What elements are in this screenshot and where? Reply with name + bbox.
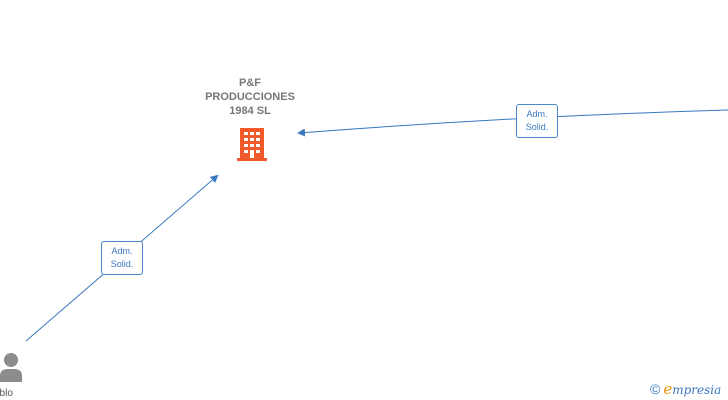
company-name-line-3: 1984 SL <box>229 105 271 117</box>
company-name-line-2: PRODUCCIONES <box>205 91 295 103</box>
brand-name: mpresia <box>672 383 722 397</box>
person-name[interactable]: ablo <box>0 388 13 399</box>
edge-label-line-2: Solid. <box>525 122 549 132</box>
edge-label-adm-solid-left[interactable]: Adm. Solid. <box>101 241 143 275</box>
copyright-symbol: © <box>650 381 661 397</box>
person-icon[interactable] <box>0 352 24 382</box>
edge-label-adm-solid-right[interactable]: Adm. Solid. <box>516 104 558 138</box>
company-name-line-1: P&F <box>239 77 261 89</box>
edge-label-line-1: Adm. <box>111 246 133 256</box>
brand-watermark: ©empresia <box>650 380 721 398</box>
edge-line-right-to-company <box>297 109 728 137</box>
edge-label-line-1: Adm. <box>526 109 548 119</box>
edge-label-line-2: Solid. <box>110 259 134 269</box>
brand-initial: e <box>663 380 673 398</box>
company-name[interactable]: P&F PRODUCCIONES 1984 SL <box>190 76 310 118</box>
building-icon[interactable] <box>236 126 268 162</box>
